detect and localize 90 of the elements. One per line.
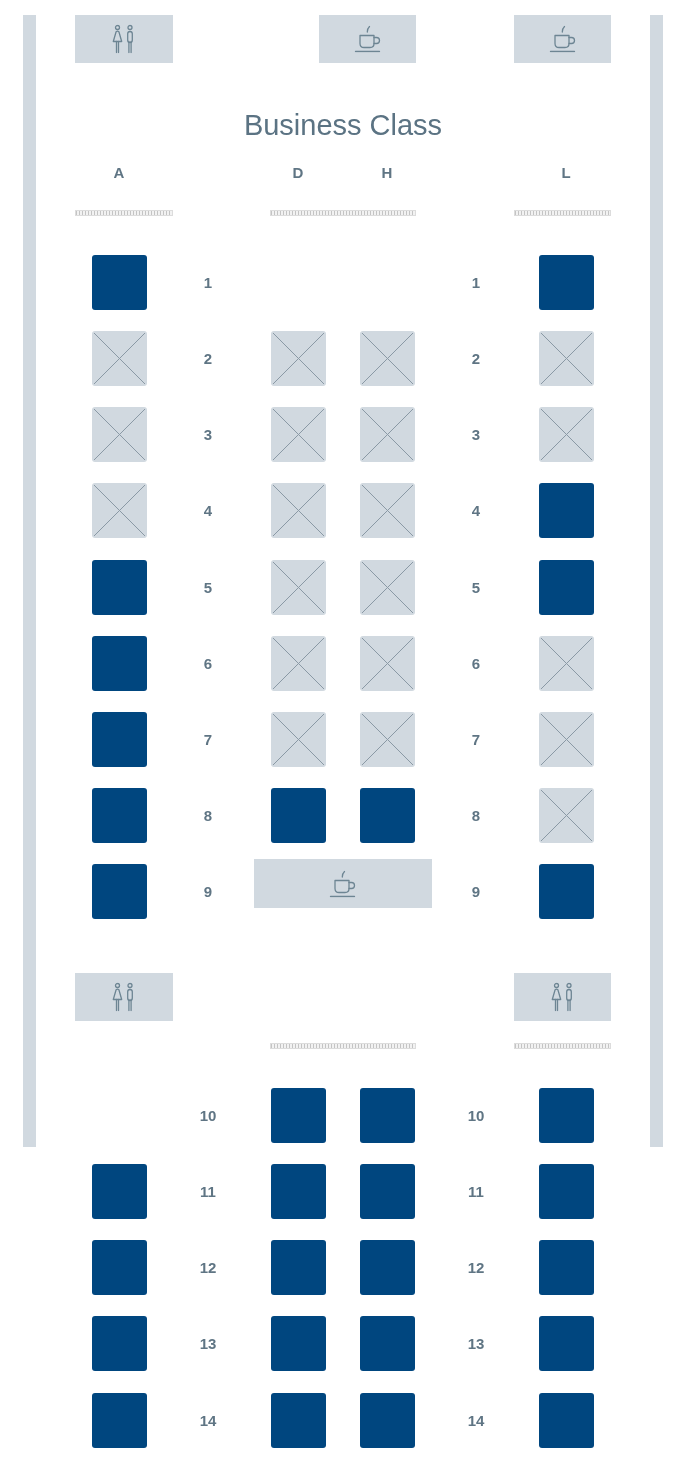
seat xyxy=(360,1393,415,1448)
row-number: 5 xyxy=(203,579,213,595)
crossed-out-seat xyxy=(92,407,147,462)
row-number: 2 xyxy=(471,350,481,366)
seat xyxy=(92,1240,147,1295)
row-number: 4 xyxy=(471,502,481,518)
seat xyxy=(92,636,147,691)
crossed-out-seat xyxy=(539,407,594,462)
row-number: 6 xyxy=(471,655,481,671)
cabin-section-title: Business Class xyxy=(243,108,443,142)
row-number: 8 xyxy=(471,807,481,823)
seat xyxy=(539,255,594,310)
crossed-out-seat xyxy=(271,331,326,386)
seat xyxy=(271,788,326,843)
row-number: 3 xyxy=(203,426,213,442)
lavatory-panel xyxy=(514,973,611,1021)
crossed-out-seat xyxy=(271,636,326,691)
crossed-out-seat xyxy=(271,407,326,462)
lavatory-panel xyxy=(75,15,173,63)
row-number: 12 xyxy=(199,1259,217,1275)
row-number: 3 xyxy=(471,426,481,442)
seat xyxy=(92,864,147,919)
row-number: 5 xyxy=(471,579,481,595)
row-number: 9 xyxy=(471,883,481,899)
seat xyxy=(92,712,147,767)
row-number: 12 xyxy=(467,1259,485,1275)
row-number: 11 xyxy=(468,1183,484,1199)
row-number: 9 xyxy=(203,883,213,899)
seat xyxy=(539,560,594,615)
seat xyxy=(539,864,594,919)
seat xyxy=(360,1088,415,1143)
lavatory-panel xyxy=(75,973,173,1021)
row-number: 8 xyxy=(203,807,213,823)
seat-column-letter: A xyxy=(113,164,125,180)
row-number: 4 xyxy=(203,502,213,518)
crossed-out-seat xyxy=(360,483,415,538)
row-number: 7 xyxy=(471,731,481,747)
seat xyxy=(539,1393,594,1448)
row-number: 2 xyxy=(203,350,213,366)
seat xyxy=(360,1164,415,1219)
seat xyxy=(271,1393,326,1448)
seat xyxy=(271,1088,326,1143)
crossed-out-seat xyxy=(360,407,415,462)
row-number: 7 xyxy=(203,731,213,747)
row-number: 1 xyxy=(203,274,213,290)
seat xyxy=(92,1316,147,1371)
seat xyxy=(92,788,147,843)
crossed-out-seat xyxy=(539,636,594,691)
crossed-out-seat xyxy=(92,483,147,538)
crossed-out-seat xyxy=(539,331,594,386)
row-number: 14 xyxy=(199,1412,217,1428)
row-number: 14 xyxy=(467,1412,485,1428)
seat-column-letter: D xyxy=(292,164,304,180)
row-number: 10 xyxy=(467,1107,485,1123)
seat xyxy=(539,1088,594,1143)
crossed-out-seat xyxy=(539,712,594,767)
row-number: 13 xyxy=(199,1335,217,1351)
seat xyxy=(539,1164,594,1219)
crossed-out-seat xyxy=(271,560,326,615)
row-number: 10 xyxy=(199,1107,217,1123)
seat-column-letter: L xyxy=(561,164,571,180)
seat xyxy=(92,1393,147,1448)
seat xyxy=(92,1164,147,1219)
row-number: 1 xyxy=(471,274,481,290)
seat xyxy=(271,1240,326,1295)
crossed-out-seat xyxy=(360,560,415,615)
crossed-out-seat xyxy=(360,331,415,386)
seat xyxy=(271,1316,326,1371)
galley-panel xyxy=(254,859,432,908)
galley-panel xyxy=(319,15,416,63)
seat xyxy=(360,1316,415,1371)
seat xyxy=(539,483,594,538)
crossed-out-seat xyxy=(271,483,326,538)
seat xyxy=(360,1240,415,1295)
crossed-out-seat xyxy=(360,636,415,691)
seat xyxy=(92,255,147,310)
galley-panel xyxy=(514,15,611,63)
seat xyxy=(271,1164,326,1219)
row-number: 13 xyxy=(467,1335,485,1351)
seat xyxy=(539,1316,594,1371)
crossed-out-seat xyxy=(92,331,147,386)
row-number: 6 xyxy=(203,655,213,671)
seat xyxy=(539,1240,594,1295)
crossed-out-seat xyxy=(271,712,326,767)
seat xyxy=(92,560,147,615)
row-number: 11 xyxy=(200,1183,216,1199)
seat-column-letter: H xyxy=(381,164,393,180)
seat xyxy=(360,788,415,843)
crossed-out-seat xyxy=(539,788,594,843)
crossed-out-seat xyxy=(360,712,415,767)
